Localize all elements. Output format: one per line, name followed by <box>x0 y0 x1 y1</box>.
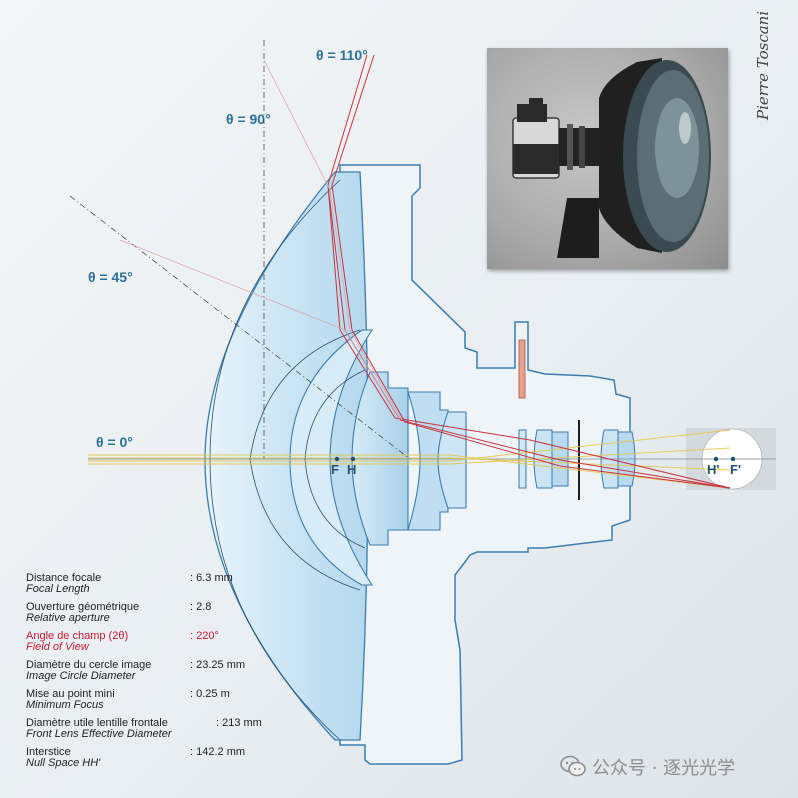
spec-value: : 0.25 m <box>190 688 230 700</box>
field-arc-mid <box>249 329 361 591</box>
spec-label-fr: Distance focale <box>26 572 102 584</box>
watermark: 公众号 · 逐光光学 <box>560 752 780 782</box>
spec-label-en: Relative aperture <box>26 612 110 624</box>
spec-row-front-diameter: Diamètre utile lentille frontale Front L… <box>26 717 356 744</box>
point-F-marker <box>334 456 340 462</box>
spec-value: : 2.8 <box>190 601 212 613</box>
spec-label-fr: Diamètre du cercle image <box>26 659 152 671</box>
spec-row-aperture: Ouverture géométrique Relative aperture … <box>26 601 356 628</box>
spec-row-null-space: Interstice Null Space HH' : 142.2 mm <box>26 746 356 773</box>
spec-value: : 213 mm <box>216 717 262 729</box>
artist-signature: Pierre Toscani <box>742 11 792 140</box>
angle-label-110: θ = 110° <box>316 47 368 63</box>
angle-label-90: θ = 90° <box>226 111 271 127</box>
field-arc-outer <box>209 179 341 741</box>
spec-row-image-circle: Diamètre du cercle image Image Circle Di… <box>26 659 356 686</box>
spec-label-en: Field of View <box>26 641 89 653</box>
point-H-prime-marker <box>713 456 719 462</box>
spec-value: : 23.25 mm <box>190 659 246 671</box>
spec-label-en: Focal Length <box>26 583 90 595</box>
point-F-label: F <box>331 462 339 477</box>
spec-label-en: Null Space HH' <box>26 757 101 769</box>
point-H-marker <box>350 456 356 462</box>
angle-label-0: θ = 0° <box>96 434 133 450</box>
spec-label-fr: Ouverture géométrique <box>26 601 140 613</box>
spec-value: : 6.3 mm <box>190 572 233 584</box>
spec-label-fr: Diamètre utile lentille frontale <box>26 717 168 729</box>
spec-value: : 142.2 mm <box>190 746 246 758</box>
spec-label-fr: Interstice <box>26 746 71 758</box>
second-element <box>289 329 374 586</box>
spec-label-en: Front Lens Effective Diameter <box>26 728 172 740</box>
lens-barrel-outline <box>339 164 631 765</box>
spec-label-fr: Angle de champ (2θ) <box>26 630 129 642</box>
spec-value: : 220° <box>190 630 219 642</box>
point-F-prime-marker <box>730 456 736 462</box>
field-arc-inner <box>304 369 366 549</box>
filter-slider <box>518 339 526 399</box>
camera-lens-photo <box>487 48 728 269</box>
spec-row-min-focus: Mise au point mini Minimum Focus : 0.25 … <box>26 688 356 715</box>
wechat-icon <box>560 755 586 777</box>
angle-label-45: θ = 45° <box>88 269 133 285</box>
signature-text: Pierre Toscani <box>754 10 772 120</box>
spec-label-en: Image Circle Diameter <box>26 670 136 682</box>
point-H-prime-label: H' <box>707 462 719 477</box>
spec-row-focal-length: Distance focale Focal Length : 6.3 mm <box>26 572 356 599</box>
watermark-text: 公众号 · 逐光光学 <box>592 758 736 779</box>
point-H-label: H <box>347 462 356 477</box>
spec-label-fr: Mise au point mini <box>26 688 115 700</box>
secondary-rays <box>119 59 403 421</box>
spec-label-en: Minimum Focus <box>26 699 104 711</box>
point-F-prime-label: F' <box>730 462 741 477</box>
spec-row-field-of-view: Angle de champ (2θ) Field of View : 220° <box>26 630 356 657</box>
